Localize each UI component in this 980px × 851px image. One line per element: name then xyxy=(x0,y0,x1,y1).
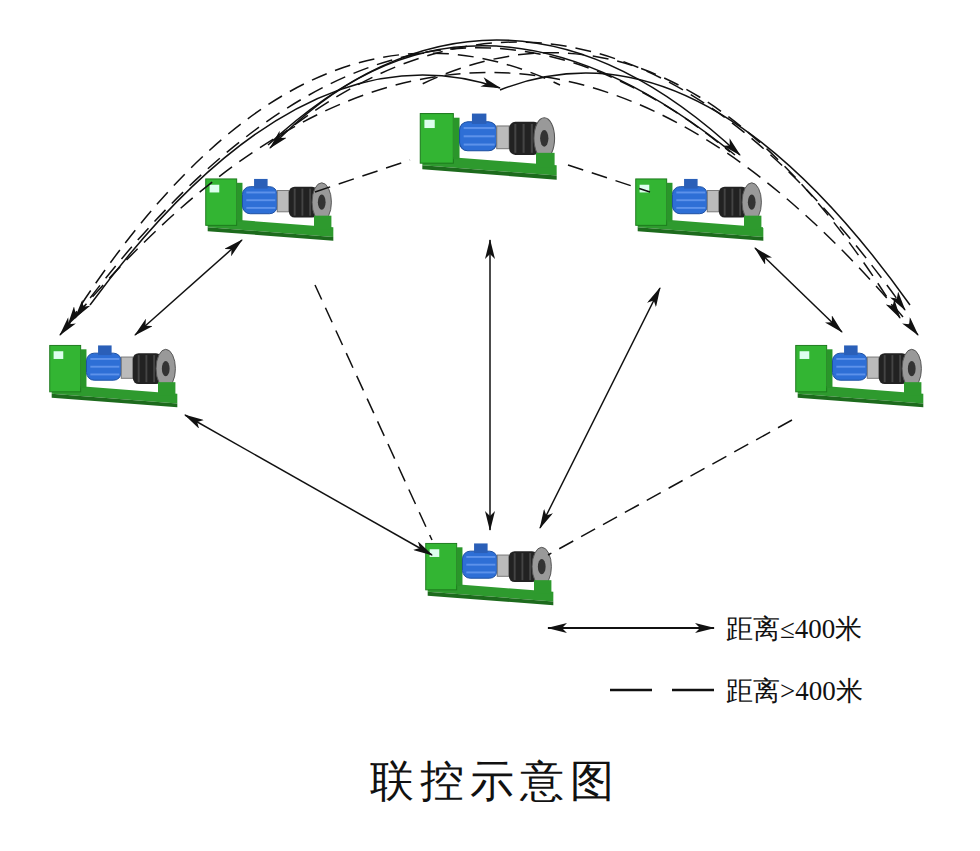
legend-samples xyxy=(548,628,714,690)
solid-links xyxy=(90,40,910,555)
legend-label: 距离>400米 xyxy=(726,673,863,709)
legend-label: 距离≤400米 xyxy=(726,611,862,647)
dashed-links xyxy=(60,42,918,555)
diagram-caption: 联控示意图 xyxy=(370,752,620,811)
legend-solid-sample xyxy=(548,627,714,629)
legend-dashed-sample xyxy=(610,689,714,692)
winch-machines xyxy=(50,114,924,606)
